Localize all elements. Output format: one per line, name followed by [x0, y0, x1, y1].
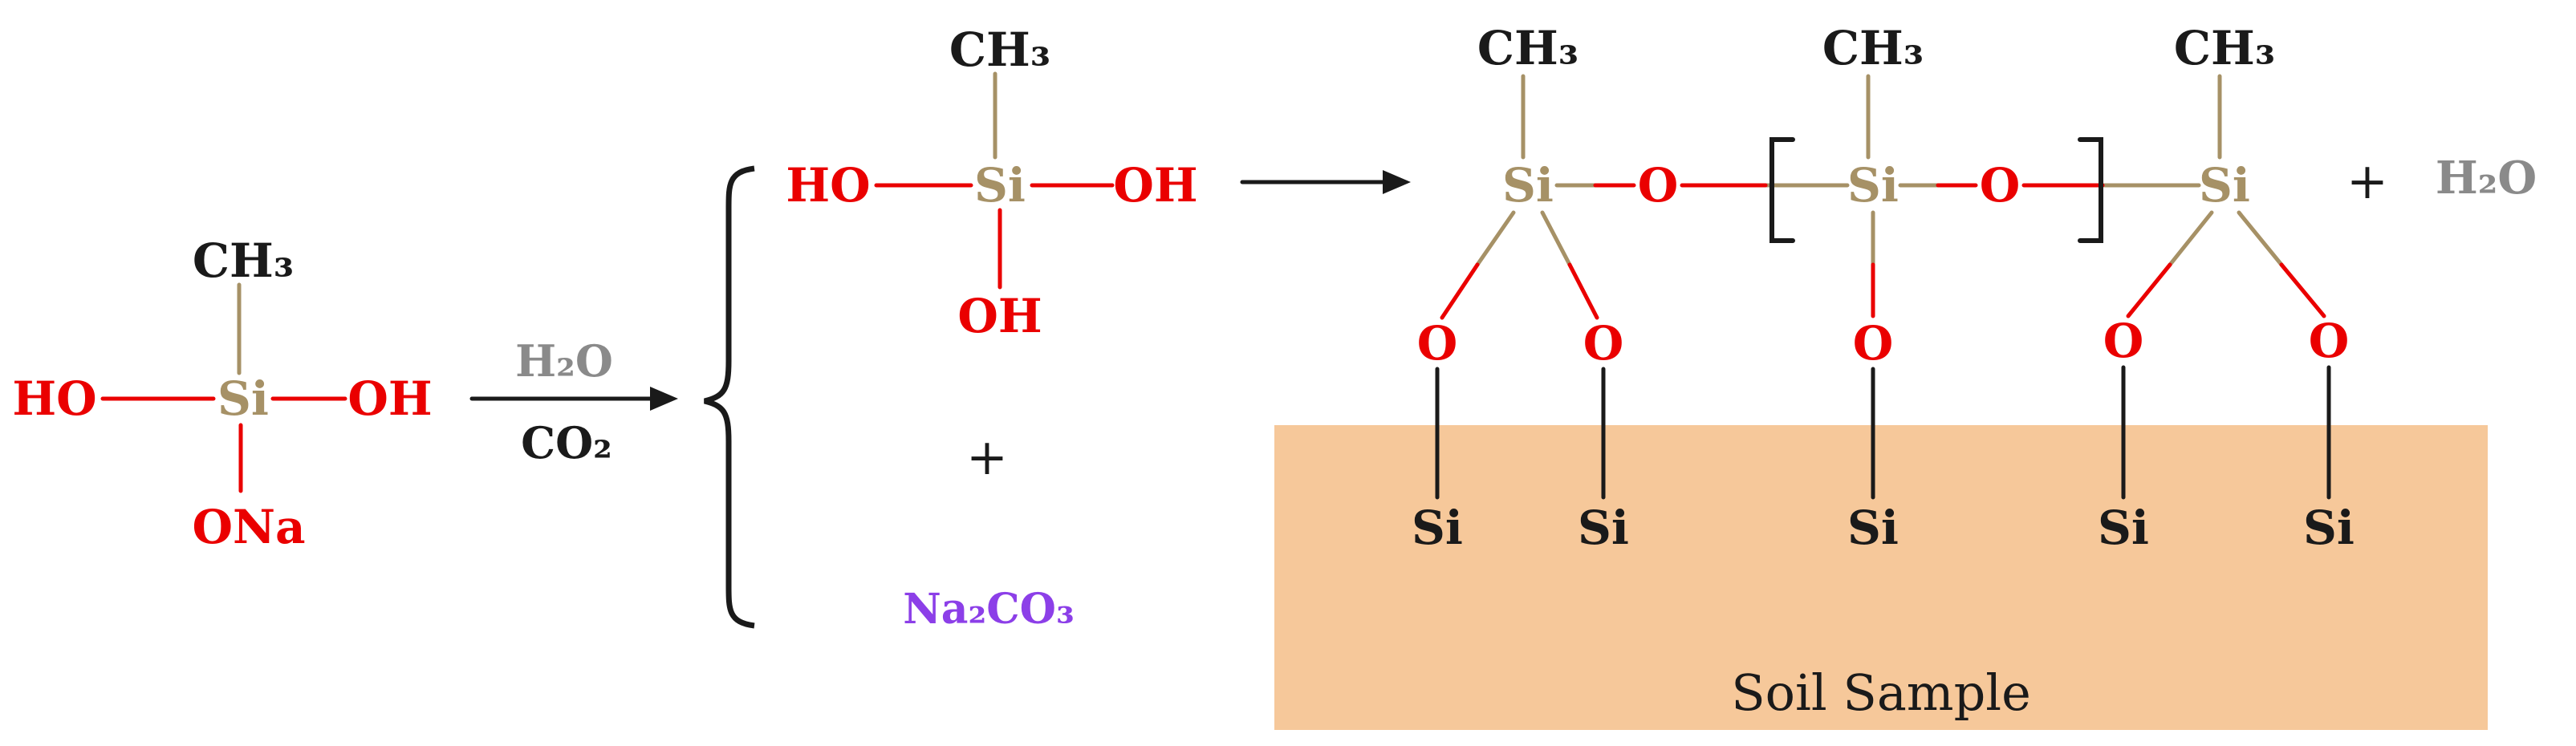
repeat-bracket-left-icon: [1769, 137, 1795, 243]
product-red-bonds: [1440, 183, 2326, 320]
product-si-label-3: Si: [2199, 158, 2250, 213]
repeat-bracket-right-icon: [2078, 137, 2103, 243]
reactant-ch3-label: CH₃: [192, 233, 295, 288]
product-o-bridge-label-2: O: [1979, 158, 2021, 213]
product-o-down-label-2: O: [1583, 316, 1624, 371]
intermediate-si-o-bonds: [874, 183, 1115, 290]
soil-si-label-1: Si: [1412, 501, 1463, 555]
soil-sample-label: Soil Sample: [1731, 663, 2031, 722]
soil-si-label-5: Si: [2303, 501, 2355, 555]
arrow1-h2o-label: H₂O: [515, 335, 613, 387]
intermediate-ho-label: HO: [786, 158, 871, 213]
reactant-si-o-bonds: [100, 396, 347, 493]
soil-si-label-4: Si: [2098, 501, 2149, 555]
intermediate-oh-bottom-label: OH: [957, 289, 1042, 343]
product-o-down-label-3: O: [1852, 316, 1894, 371]
product-tan-bonds: [1475, 74, 2284, 267]
product-si-label-2: Si: [1847, 158, 1899, 213]
reactant-ho-label: HO: [12, 371, 97, 426]
reactant-ona-label: ONa: [192, 500, 306, 554]
arrow1-co2-label: CO₂: [521, 417, 612, 468]
intermediate-ch3-label: CH₃: [949, 22, 1051, 77]
byproduct-na2co3-label: Na₂CO₃: [903, 585, 1075, 634]
product-ch3-label-3: CH₃: [2173, 21, 2276, 75]
product-plus-sign: +: [2346, 152, 2388, 210]
product-o-down-label-1: O: [1416, 316, 1458, 371]
intermediate-plus-sign: +: [966, 428, 1008, 486]
intermediate-oh-right-label: OH: [1113, 158, 1198, 213]
reaction-arrow-2-head-icon: [1383, 170, 1411, 194]
product-ch3-label-2: CH₃: [1822, 21, 1924, 75]
product-o-down-label-5: O: [2308, 314, 2350, 368]
soil-si-label-3: Si: [1847, 501, 1899, 555]
reaction-arrow-1-head-icon: [650, 387, 678, 411]
product-si-label-1: Si: [1502, 158, 1554, 213]
product-o-down-label-4: O: [2103, 314, 2144, 368]
product-soil-bonds: [1435, 365, 2331, 500]
soil-sample-block: [1274, 425, 2488, 730]
product-h2o-label: H₂O: [2435, 152, 2537, 205]
reactant-si-label: Si: [217, 371, 269, 426]
product-ch3-label-1: CH₃: [1477, 21, 1579, 75]
reactant-oh-label: OH: [347, 371, 433, 426]
product-o-bridge-label-1: O: [1637, 158, 1679, 213]
intermediate-si-label: Si: [974, 158, 1026, 213]
curly-brace-icon: [704, 165, 755, 629]
soil-si-label-2: Si: [1578, 501, 1629, 555]
